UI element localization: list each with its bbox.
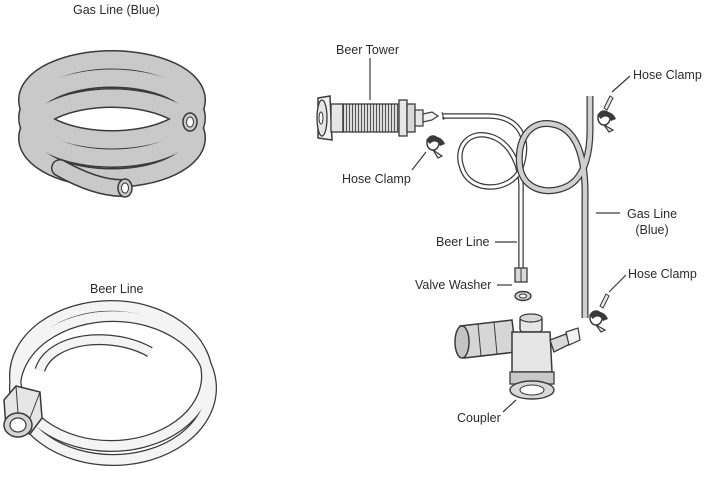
beer-line-nut-assembly <box>514 267 528 283</box>
gas-line-tubing <box>515 96 594 318</box>
gas-line-part-label: Gas Line (Blue) <box>73 3 160 17</box>
gas-line-callout-line2: (Blue) <box>635 222 669 237</box>
hose-clamp-top-right <box>597 95 616 133</box>
beer-line-part-label: Beer Line <box>90 282 144 296</box>
leader-lines <box>369 58 631 413</box>
valve-washer-label: Valve Washer <box>415 278 492 292</box>
coupler <box>454 313 581 400</box>
gas-line-callout-line1: Gas Line <box>626 207 678 221</box>
valve-washer <box>514 290 532 302</box>
coupler-label: Coupler <box>457 411 501 425</box>
gas-line-callout-label: Gas Line (Blue) <box>622 208 682 236</box>
hose-clamp-left-label: Hose Clamp <box>342 172 411 186</box>
beer-line-coil <box>3 300 217 466</box>
hose-clamp-top-right-label: Hose Clamp <box>633 68 702 82</box>
hose-clamp-bottom-right-label: Hose Clamp <box>628 267 697 281</box>
beer-tower-shank <box>316 95 440 141</box>
beer-tower-label: Beer Tower <box>336 43 399 57</box>
hose-clamp-bottom-right <box>589 293 610 333</box>
beer-line-callout-label: Beer Line <box>436 235 490 249</box>
hose-clamp-left <box>426 135 445 159</box>
gas-line-coil <box>18 50 206 198</box>
beer-line-nut <box>3 385 43 438</box>
